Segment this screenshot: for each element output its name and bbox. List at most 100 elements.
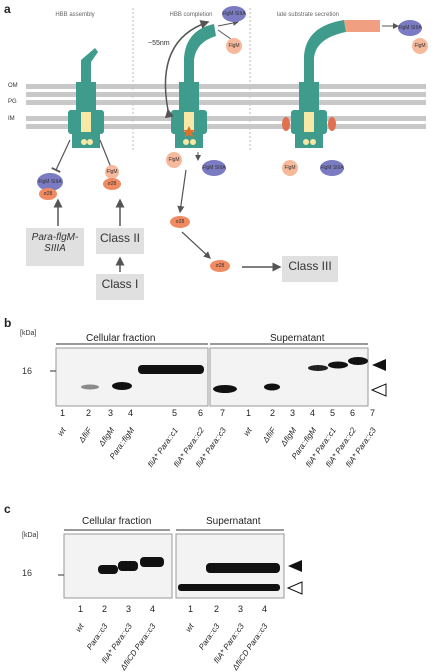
panel-c-lane-2: 2	[102, 604, 108, 614]
panel-b-label-2: ΔfliF	[77, 425, 94, 445]
panel-b-letter: b	[4, 316, 12, 330]
panel-b-sup-label-3: ΔflgM	[278, 425, 298, 448]
panel-c-sup-lane-1: 1	[188, 604, 194, 614]
panel-b-blot	[50, 343, 387, 407]
molecules	[37, 6, 428, 272]
para-label-line1: Para-flgM-	[31, 232, 79, 243]
panel-b-sup-lane-4: 4	[310, 408, 316, 418]
label-flgm-2: FlgM	[414, 43, 426, 49]
sigma-complex-1	[39, 188, 57, 200]
flgm-siiia-complex	[37, 173, 63, 191]
panel-b-lane-7: 7	[220, 408, 226, 418]
label-flgm-siiia-5: FlgM SIIIA	[320, 165, 344, 171]
panel-a-letter: a	[4, 2, 11, 16]
label-im: IM	[8, 116, 15, 122]
phase-label-secretion: late substrate secretion	[276, 12, 340, 18]
panel-b-sup-label-1: wt	[241, 425, 254, 438]
hook-length-arrow	[164, 20, 210, 119]
panel-c-lane-numbers: 1 2 3 4 1 2 3 4	[64, 604, 294, 616]
flgm-complex	[105, 165, 119, 179]
label-flgm-3: FlgM	[106, 169, 118, 175]
panel-b-sup-label-2: ΔfliF	[261, 425, 278, 445]
sigma-free	[170, 216, 190, 228]
panel-c-open-triangle	[286, 581, 303, 595]
panel-c-label-1: wt	[73, 621, 86, 634]
panel-b-lane-2: 2	[86, 408, 92, 418]
label-flgm-siiia-2: FlgM SIIIA	[398, 25, 422, 31]
panel-b-supernatant-title: Supernatant	[270, 333, 325, 344]
panel-b-lane-6: 6	[198, 408, 204, 418]
hook-length-label: ~55nm	[148, 40, 170, 47]
panel-b-lane-1: 1	[60, 408, 66, 418]
panel-b-kda: [kDa]	[20, 330, 37, 337]
label-sigma-1: σ28	[43, 191, 53, 197]
panel-c-kda: [kDa]	[22, 532, 39, 539]
flgm-siiia-late-2	[320, 160, 344, 176]
para-flgm-siiia-box: Para-flgM- SIIIA	[26, 228, 84, 266]
flgm-siiia-secreted	[222, 6, 246, 22]
membranes	[26, 84, 426, 129]
label-flgm-siiia-1: FlgM SIIIA	[222, 11, 246, 17]
label-sigma-4: σ28	[215, 263, 225, 269]
label-flgm-4: FlgM	[168, 157, 180, 163]
panel-c-lane-1: 1	[78, 604, 84, 614]
panel-b-sup-lane-6: 6	[350, 408, 356, 418]
panel-b-sup-lane-2: 2	[270, 408, 276, 418]
label-flgm-siiia-3: FlgM SIIIA	[38, 179, 62, 185]
flagellar-diagram	[26, 6, 428, 272]
panel-c-sup-label-2: Para::c3	[197, 621, 222, 652]
panel-b-label-3: ΔflgM	[96, 425, 116, 448]
class-iii-box: Class III	[282, 256, 338, 282]
phase-label-assembly: HBB assembly	[55, 12, 95, 18]
panel-c-marker: 16	[22, 568, 33, 578]
panel-c-sup-lane-3: 3	[238, 604, 244, 614]
label-sigma-2: σ28	[107, 181, 117, 187]
flagellum-secretion	[282, 20, 380, 148]
panel-c-sup-lane-2: 2	[214, 604, 220, 614]
flgm-free	[166, 152, 182, 168]
panel-b-cellular-title: Cellular fraction	[86, 333, 156, 344]
panel-c-blot	[58, 529, 303, 599]
panel-b-lane-4: 4	[128, 408, 134, 418]
panel-c-filled-triangle	[288, 560, 302, 572]
flagellum-assembly	[68, 48, 104, 148]
para-label-line2: SIIIA	[44, 243, 66, 254]
panel-b-open-triangle	[370, 383, 387, 397]
panel-b-lane-5: 5	[172, 408, 178, 418]
panel-b-marker: 16	[22, 366, 33, 376]
panel-c-cellular-title: Cellular fraction	[82, 516, 152, 527]
sigma-active	[210, 260, 230, 272]
label-flgm-1: FlgM	[228, 43, 240, 49]
peptidoglycan	[26, 100, 426, 105]
flgm-late	[412, 38, 428, 54]
inner-membrane	[26, 116, 426, 121]
flgm-siiia-free	[202, 160, 226, 176]
flgm-secreted	[226, 38, 242, 54]
label-pg: PG	[8, 99, 17, 105]
class-ii-box: Class II	[96, 228, 144, 254]
phase-label-completion: HBB completion	[169, 12, 213, 18]
panel-c-sup-lane-4: 4	[262, 604, 268, 614]
panel-b-label-1: wt	[55, 425, 68, 438]
label-flgm-siiia-4: FlgM SIIIA	[202, 165, 226, 171]
outer-membrane	[26, 84, 426, 89]
panel-c-lane-3: 3	[126, 604, 132, 614]
panel-c-lane-labels: wt Para::c3 fliA* Para::c3 ΔfliCD Para::…	[0, 616, 448, 672]
sigma-complex-2	[103, 178, 121, 190]
label-sigma-3: σ28	[175, 219, 185, 225]
panel-b-sup-lane-1: 1	[246, 408, 252, 418]
panel-b-filled-triangle	[372, 359, 386, 371]
label-flgm-5: FlgM	[284, 165, 296, 171]
panel-c-sup-label-1: wt	[183, 621, 196, 634]
flgm-siiia-late	[398, 20, 422, 36]
panel-c-letter: c	[4, 502, 11, 516]
panel-b-lane-3: 3	[108, 408, 114, 418]
panel-c-label-2: Para::c3	[85, 621, 110, 652]
panel-c-supernatant-title: Supernatant	[206, 516, 261, 527]
panel-c-lane-4: 4	[150, 604, 156, 614]
label-om: OM	[8, 83, 18, 89]
class-i-box: Class I	[96, 274, 144, 300]
panel-b-lane-labels: wt ΔfliF ΔflgM Para::flgM fliA* Para::c1…	[0, 420, 448, 490]
panel-b-sup-lane-3: 3	[290, 408, 296, 418]
flgm-late-2	[282, 160, 298, 176]
